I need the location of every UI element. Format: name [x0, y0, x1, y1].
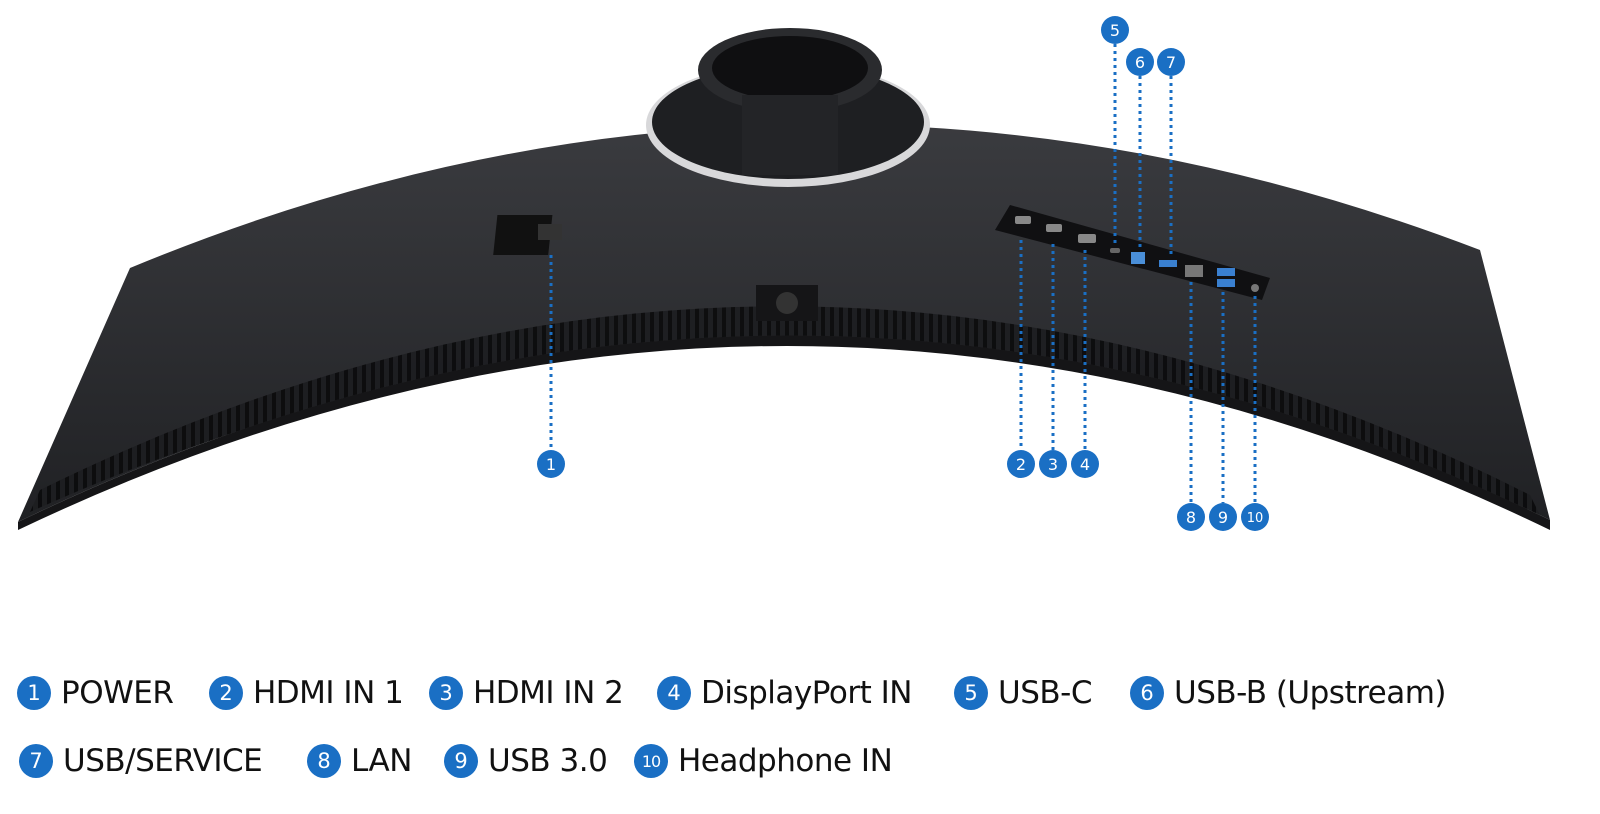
legend-item-power: 1 POWER [17, 673, 174, 713]
vent-band [30, 306, 1540, 515]
callout-2: 2 [1007, 450, 1035, 478]
legend-item-usb-3: 9 USB 3.0 [444, 741, 608, 781]
legend-number: 6 [1130, 676, 1164, 710]
legend-label: HDMI IN 2 [473, 675, 624, 711]
callout-10: 10 [1241, 503, 1269, 531]
legend-label: LAN [351, 743, 412, 779]
svg-text:9: 9 [1218, 508, 1228, 527]
legend-label: USB-B (Upstream) [1174, 675, 1447, 711]
leader-lines [549, 44, 1257, 503]
callout-4: 4 [1071, 450, 1099, 478]
svg-text:2: 2 [1016, 455, 1026, 474]
legend-number: 10 [634, 744, 668, 778]
svg-text:1: 1 [546, 455, 556, 474]
callout-6: 6 [1126, 48, 1154, 76]
legend-item-displayport-in: 4 DisplayPort IN [657, 673, 912, 713]
legend-label: USB 3.0 [488, 743, 608, 779]
callout-3: 3 [1039, 450, 1067, 478]
svg-text:5: 5 [1110, 21, 1120, 40]
power-socket [493, 215, 553, 255]
legend-item-headphone-in: 10 Headphone IN [634, 741, 893, 781]
legend-number: 3 [429, 676, 463, 710]
legend-number: 9 [444, 744, 478, 778]
legend-number: 2 [209, 676, 243, 710]
legend-label: USB-C [998, 675, 1092, 711]
legend-item-usb-service: 7 USB/SERVICE [19, 741, 263, 781]
monitor-rear-diagram: 1 2 3 4 5 6 7 8 9 10 [18, 16, 1550, 531]
callout-7: 7 [1157, 48, 1185, 76]
legend-number: 7 [19, 744, 53, 778]
legend-label: DisplayPort IN [701, 675, 912, 711]
svg-text:3: 3 [1048, 455, 1058, 474]
svg-text:10: 10 [1247, 511, 1264, 526]
svg-text:6: 6 [1135, 53, 1145, 72]
legend-number: 5 [954, 676, 988, 710]
callout-5: 5 [1101, 16, 1129, 44]
callout-9: 9 [1209, 503, 1237, 531]
callout-8: 8 [1177, 503, 1205, 531]
svg-text:7: 7 [1166, 53, 1176, 72]
legend-item-usb-b: 6 USB-B (Upstream) [1130, 673, 1447, 713]
legend-number: 4 [657, 676, 691, 710]
legend-label: HDMI IN 1 [253, 675, 404, 711]
legend-label: Headphone IN [678, 743, 893, 779]
legend-item-hdmi-in-1: 2 HDMI IN 1 [209, 673, 404, 713]
legend-item-lan: 8 LAN [307, 741, 412, 781]
svg-text:4: 4 [1080, 455, 1090, 474]
legend-number: 8 [307, 744, 341, 778]
callout-1: 1 [537, 450, 565, 478]
svg-text:8: 8 [1186, 508, 1196, 527]
legend-item-usb-c: 5 USB-C [954, 673, 1092, 713]
legend-label: POWER [61, 675, 174, 711]
legend-label: USB/SERVICE [63, 743, 263, 779]
legend-number: 1 [17, 676, 51, 710]
legend-item-hdmi-in-2: 3 HDMI IN 2 [429, 673, 624, 713]
